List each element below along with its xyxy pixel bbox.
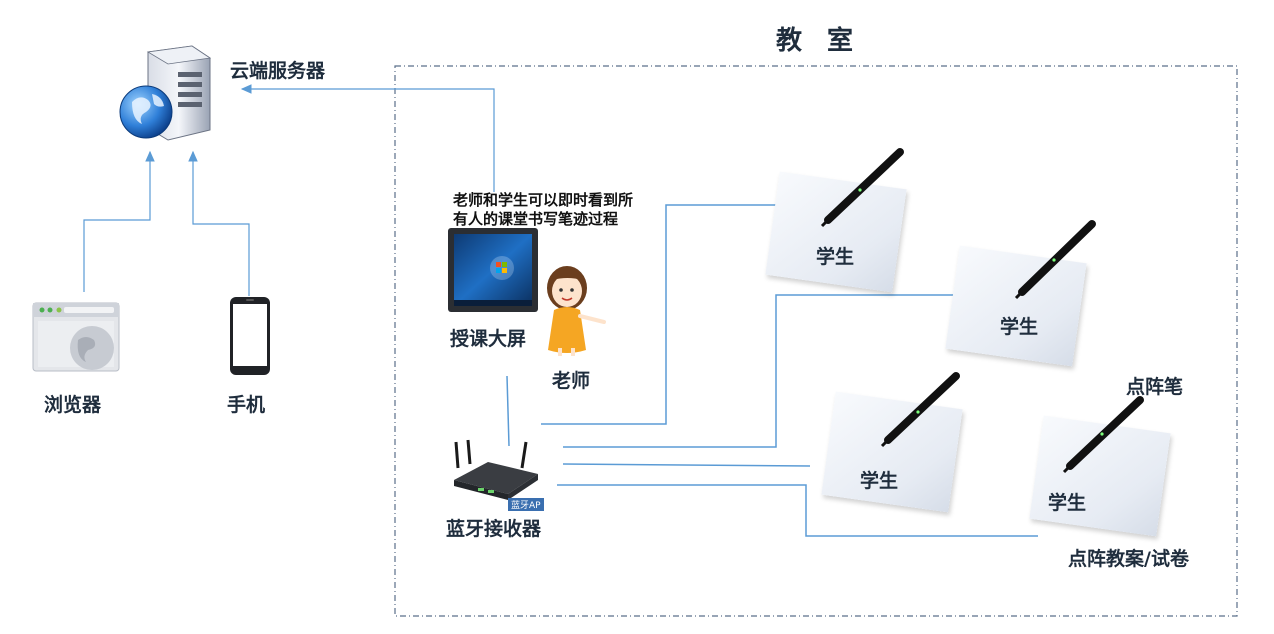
student-label: 学生: [1048, 492, 1087, 514]
dot-pen-label: 点阵笔: [1126, 376, 1184, 398]
student-label: 学生: [1000, 316, 1039, 338]
browser-icon: [32, 302, 120, 372]
browser-label: 浏览器: [44, 394, 102, 416]
classroom-title: 教 室: [776, 26, 862, 56]
dot-paper-label: 点阵教案/试卷: [1068, 548, 1189, 570]
receiver-to-student-4-line: [557, 484, 1038, 537]
classroom-border: [394, 65, 1238, 617]
phone-to-server-line: [188, 150, 250, 296]
receiver-to-student-1-line: [541, 204, 793, 425]
receiver-to-student-2-line: [563, 294, 990, 448]
bluetooth-receiver-label: 蓝牙接收器: [446, 518, 542, 540]
student-label: 学生: [860, 470, 899, 492]
pen-icon: [1062, 396, 1144, 474]
receiver-to-student-3-line: [562, 463, 811, 467]
screen-to-receiver-line: [506, 375, 510, 447]
router-icon: [448, 438, 544, 508]
phone-icon: [229, 296, 271, 376]
cloud-server-label: 云端服务器: [230, 60, 326, 82]
phone-label: 手机: [227, 394, 266, 416]
teacher-label: 老师: [552, 370, 591, 392]
classroom-to-server-line: [240, 84, 495, 192]
teacher-icon: [540, 258, 610, 358]
note-line: 有人的课堂书写笔迹过程: [453, 210, 619, 228]
browser-to-server-line: [83, 150, 155, 292]
pen-icon: [1014, 220, 1096, 300]
pen-icon: [820, 148, 904, 228]
server-icon: [118, 44, 218, 144]
pen-icon: [880, 372, 960, 448]
note-line: 老师和学生可以即时看到所: [453, 191, 634, 209]
big-screen-icon: [446, 226, 540, 316]
big-screen-label: 授课大屏: [450, 328, 527, 350]
receiver-badge: 蓝牙AP: [508, 498, 544, 511]
student-label: 学生: [816, 246, 855, 268]
realtime-note: 老师和学生可以即时看到所 有人的课堂书写笔迹过程: [453, 191, 633, 229]
